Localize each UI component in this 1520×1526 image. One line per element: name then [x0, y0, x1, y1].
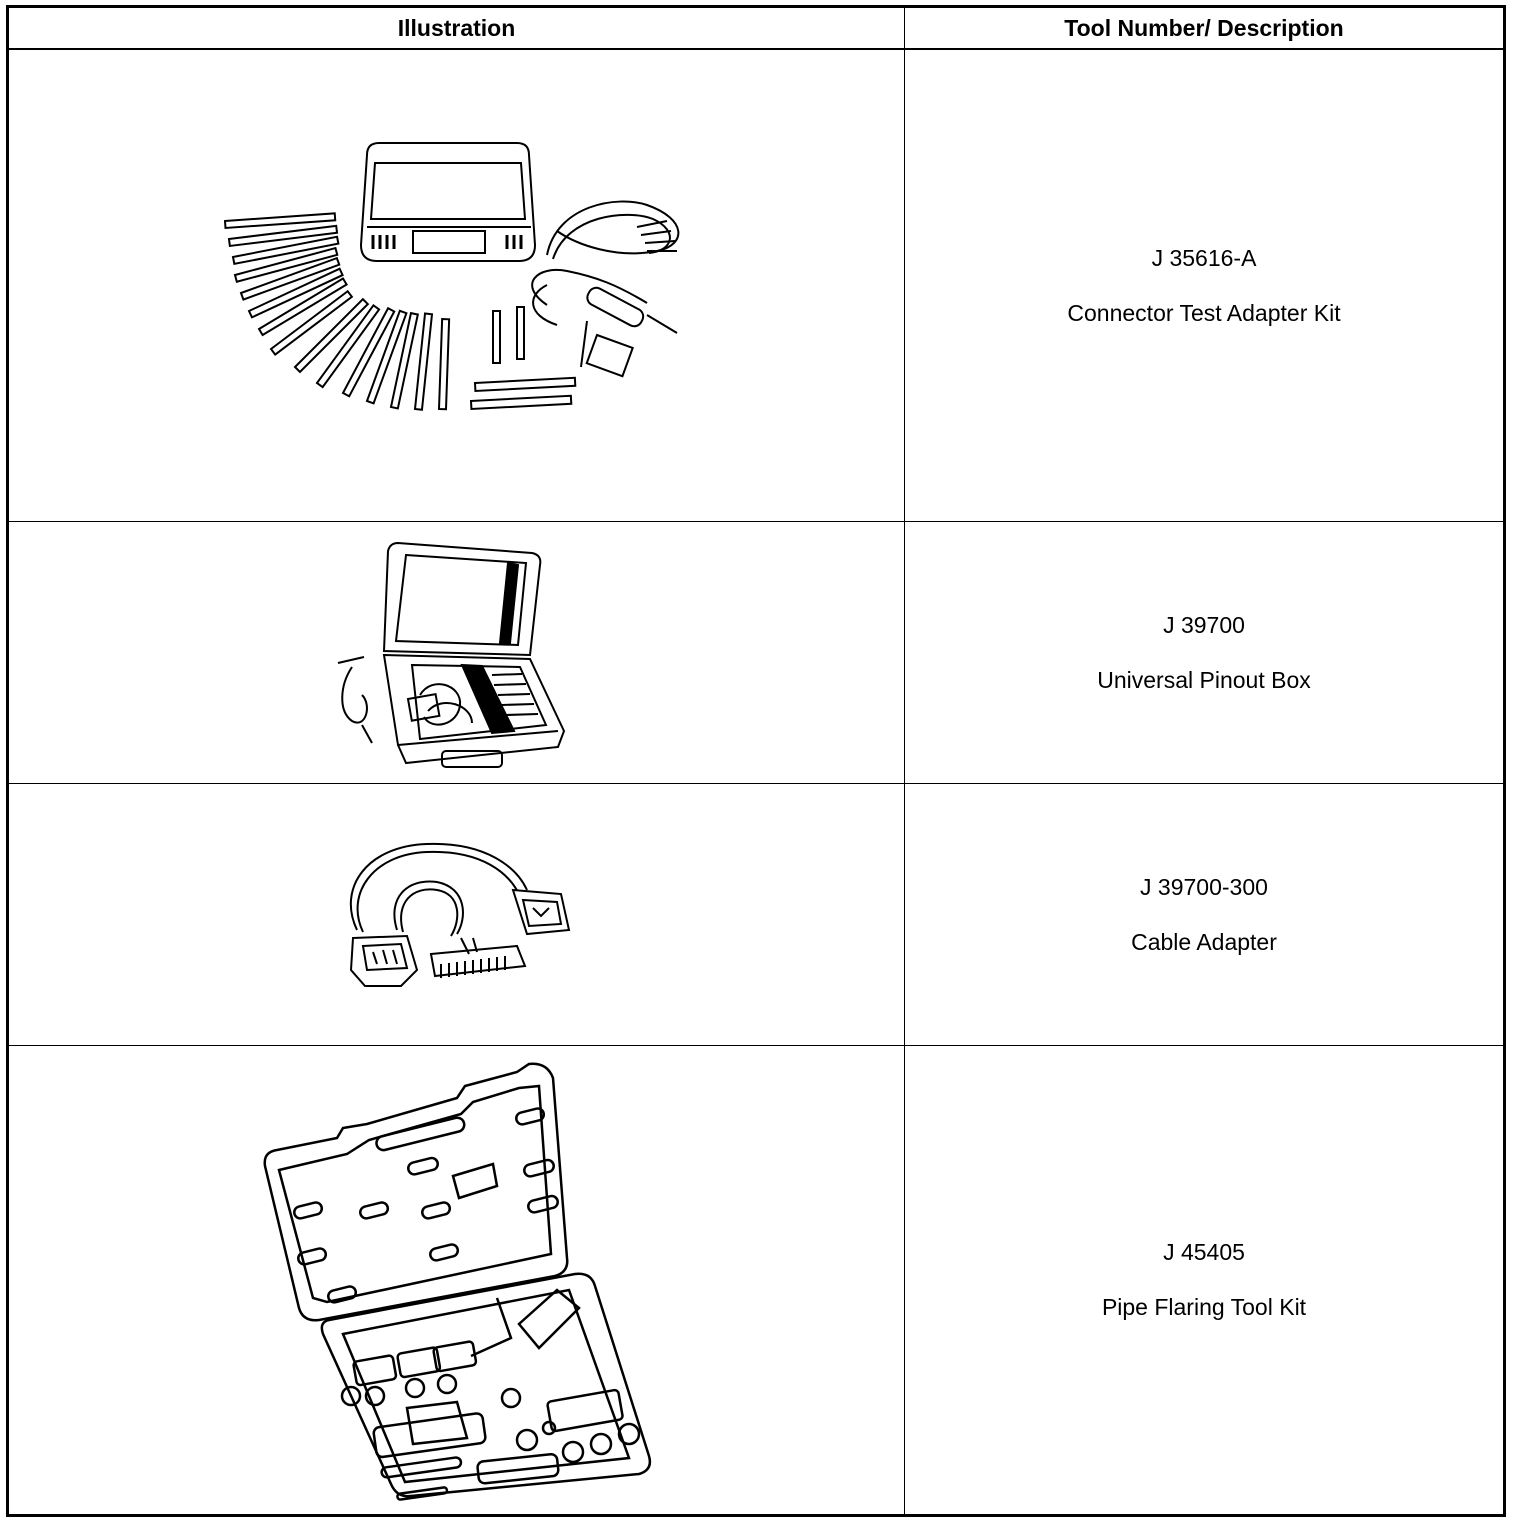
table-row: J 39700 Universal Pinout Box: [7, 520, 1505, 784]
universal-pinout-box-illustration: [332, 535, 582, 769]
description-cell: J 35616-A Connector Test Adapter Kit: [904, 48, 1505, 522]
tool-number: J 35616-A: [1151, 244, 1257, 271]
table-row: J 35616-A Connector Test Adapter Kit: [7, 48, 1505, 522]
cable-adapter-illustration: [337, 838, 577, 990]
tool-table: Illustration Tool Number/ Description: [6, 5, 1506, 1517]
tool-number: J 39700-300: [1140, 873, 1268, 900]
illustration-cell: [7, 48, 905, 522]
tool-description: Universal Pinout Box: [1097, 666, 1311, 693]
description-cell: J 39700 Universal Pinout Box: [904, 520, 1505, 784]
header-tool-number-description: Tool Number/ Description: [904, 6, 1505, 50]
tool-description: Pipe Flaring Tool Kit: [1101, 1294, 1307, 1320]
table-row: J 39700-300 Cable Adapter: [7, 782, 1505, 1046]
illustration-cell: [7, 1044, 905, 1516]
header-illustration: Illustration: [7, 6, 905, 50]
tool-number: J 45405: [1163, 1239, 1245, 1265]
header-row: Illustration Tool Number/ Description: [7, 6, 1505, 50]
tool-number: J 39700: [1163, 611, 1245, 638]
illustration-cell: [7, 520, 905, 784]
connector-test-adapter-kit-illustration: [217, 135, 697, 435]
tool-description: Connector Test Adapter Kit: [1067, 299, 1341, 326]
illustration-cell: [7, 782, 905, 1046]
description-cell: J 45405 Pipe Flaring Tool Kit: [904, 1044, 1505, 1516]
pipe-flaring-tool-kit-illustration: [257, 1058, 657, 1502]
description-cell: J 39700-300 Cable Adapter: [904, 782, 1505, 1046]
table-row: J 45405 Pipe Flaring Tool Kit: [7, 1044, 1505, 1516]
tool-description: Cable Adapter: [1131, 928, 1277, 955]
